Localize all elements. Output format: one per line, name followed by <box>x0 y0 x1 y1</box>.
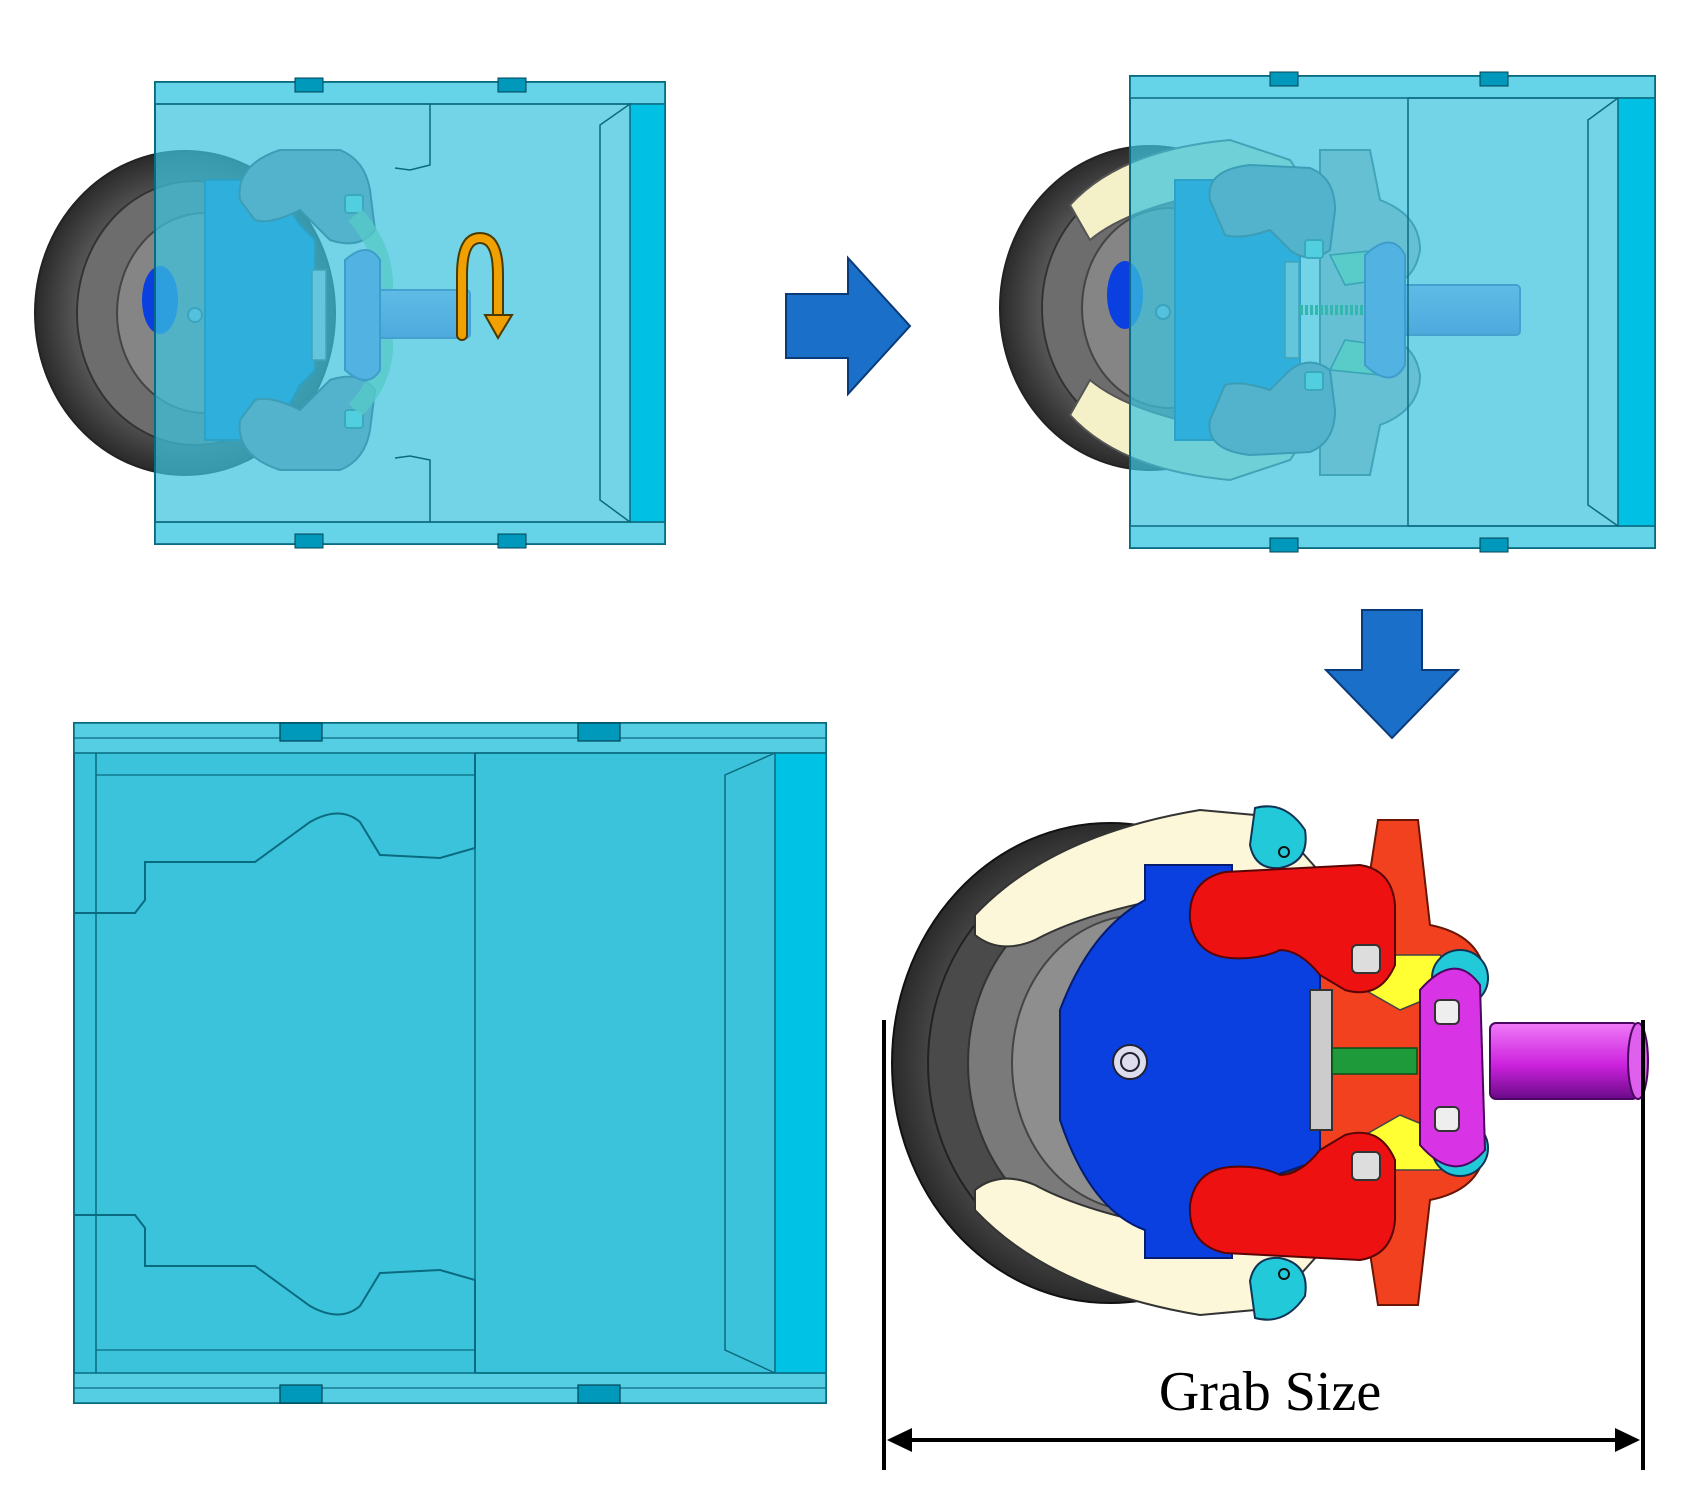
spring <box>1331 1047 1418 1075</box>
panel-housing-only <box>73 722 827 1404</box>
grab-size-label: Grab Size <box>1158 1361 1382 1423</box>
grab-size-dimension <box>882 1020 1645 1470</box>
claw-lower <box>1188 1131 1396 1262</box>
step-arrow-icon <box>785 255 912 397</box>
housing-translucent <box>1129 71 1656 553</box>
claw-upper <box>1188 863 1396 994</box>
screw-icon <box>1112 1044 1148 1080</box>
yoke <box>1419 967 1487 1168</box>
panel-intermediate <box>999 71 1656 553</box>
housing-translucent <box>154 77 666 549</box>
step-arrow-icon <box>1323 609 1461 740</box>
drive-rod <box>1489 1022 1639 1100</box>
housing <box>73 722 827 1404</box>
rotation-arrow-icon <box>456 231 514 341</box>
panel-initial <box>34 77 666 549</box>
hub-plate <box>1059 864 1321 1259</box>
nut-plate <box>1309 989 1333 1131</box>
panel-grab <box>891 805 1649 1321</box>
